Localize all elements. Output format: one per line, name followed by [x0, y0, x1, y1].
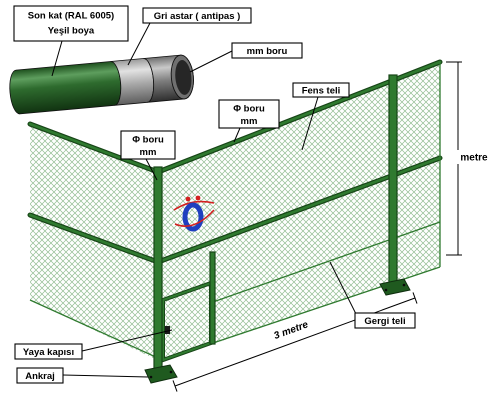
label-pipe-mm: mm boru — [189, 42, 303, 73]
label-post-pipe: Φ boru mm — [120, 130, 176, 181]
left-bottom-wire — [29, 299, 159, 359]
post-anchor-plate — [379, 278, 411, 296]
label-anchor: Ankraj — [16, 367, 149, 384]
corner-anchor-plate — [144, 364, 178, 384]
label-primer: Gri astar ( antipas ) — [127, 7, 252, 66]
intermediate-post — [388, 74, 398, 286]
svg-text:mm: mm — [140, 147, 157, 158]
gate-post — [209, 251, 216, 345]
svg-text:mm: mm — [241, 116, 258, 127]
svg-text:Φ boru: Φ boru — [233, 104, 265, 115]
label-gate: Yaya kapısı — [14, 329, 173, 360]
svg-text:Gergi teli: Gergi teli — [364, 316, 405, 327]
label-rail-pipe: Φ boru mm — [218, 99, 280, 143]
svg-text:Φ boru: Φ boru — [132, 135, 164, 146]
left-mesh-panel — [30, 124, 157, 360]
pipe-illustration — [9, 54, 194, 115]
svg-text:Yeşil boya: Yeşil boya — [48, 26, 95, 37]
label-topcoat: Son kat (RAL 6005) Yeşil boya — [13, 5, 129, 77]
company-logo — [173, 195, 215, 232]
svg-text:Ankraj: Ankraj — [25, 371, 55, 382]
tension-wire — [212, 221, 441, 303]
left-top-rail — [27, 121, 161, 175]
svg-text:mm boru: mm boru — [247, 46, 288, 57]
svg-text:Fens teli: Fens teli — [302, 86, 341, 97]
svg-text:Gri astar ( antipas ): Gri astar ( antipas ) — [154, 11, 241, 22]
label-tension-wire: Gergi teli — [329, 261, 416, 329]
svg-text:Yaya kapısı: Yaya kapısı — [23, 347, 74, 358]
left-middle-rail — [27, 212, 161, 265]
gate-handle — [165, 326, 170, 334]
height-dimension: metre — [446, 61, 493, 256]
pipe-green-topcoat — [9, 61, 122, 115]
corner-post — [153, 166, 163, 373]
svg-text:Son kat (RAL 6005): Son kat (RAL 6005) — [28, 11, 114, 22]
label-mesh: Fens teli — [292, 82, 350, 151]
pipe-bore — [175, 60, 192, 95]
height-dimension-label: metre — [460, 153, 488, 164]
